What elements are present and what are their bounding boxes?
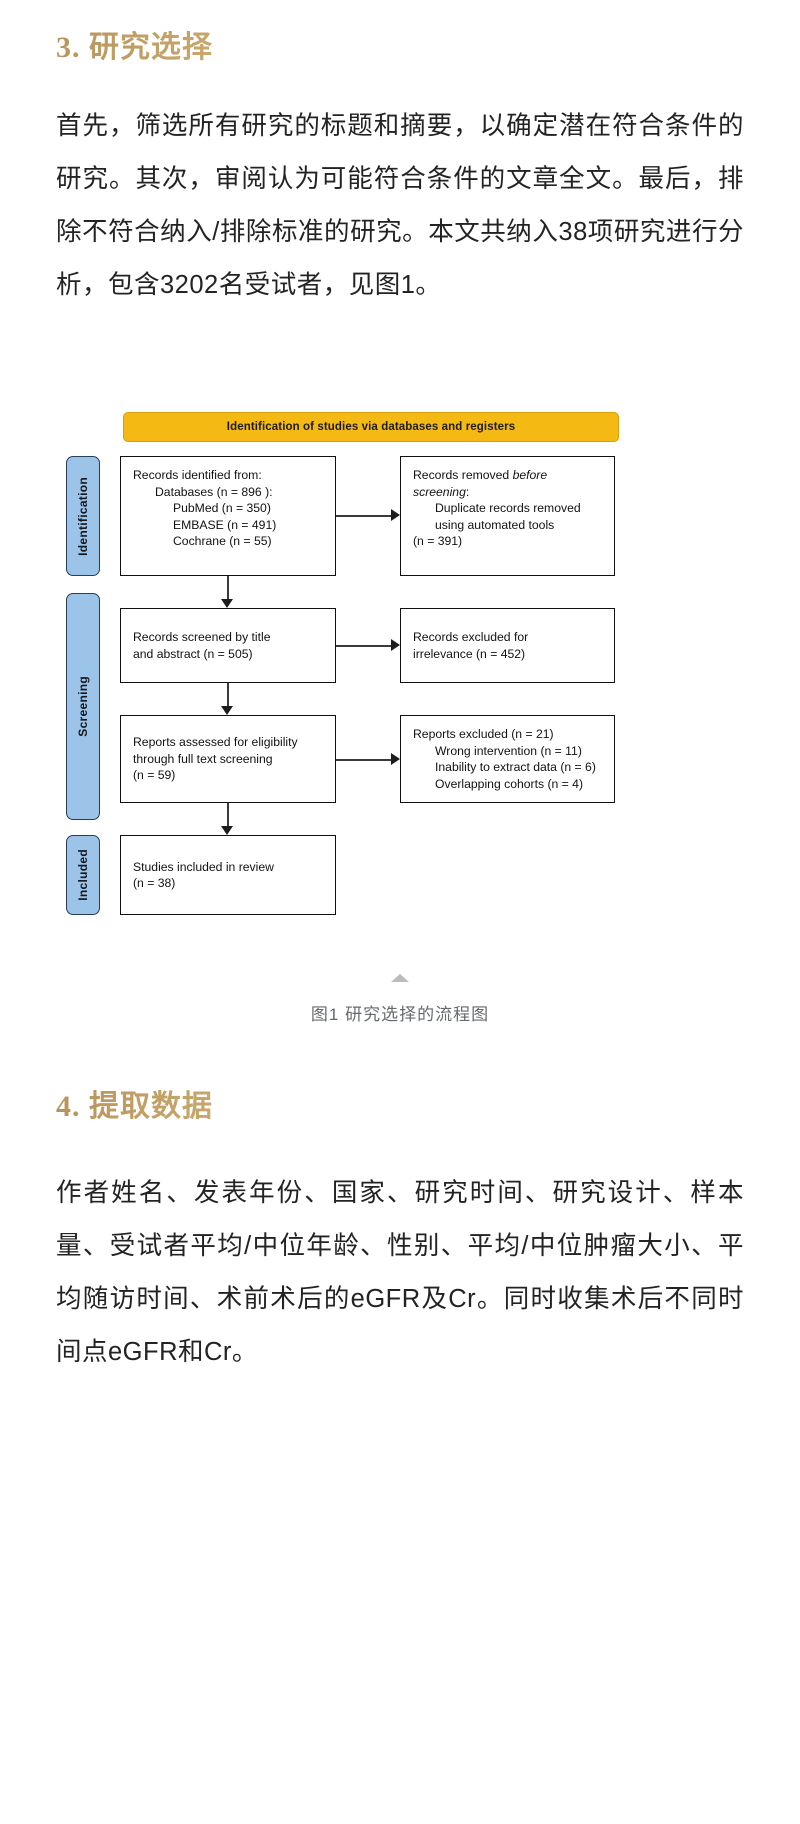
arrow-right-3 — [391, 753, 400, 765]
box-line: Reports excluded (n = 21) — [413, 727, 554, 741]
connector-v1 — [227, 576, 229, 599]
box-line: Records identified from: — [133, 468, 262, 482]
box-line: EMBASE (n = 491) — [173, 517, 277, 532]
box-text: Records removed — [413, 468, 513, 482]
arrow-down-3 — [221, 826, 233, 835]
connector-h3 — [336, 759, 391, 761]
spacer — [0, 66, 800, 100]
box-reports-assessed-eligibility: Reports assessed for eligibility through… — [120, 715, 336, 803]
box-line: Duplicate records removed — [435, 501, 581, 515]
box-line: (n = 59) — [133, 768, 176, 783]
stage-label-included: Included — [66, 835, 100, 915]
box-records-removed: Records removed before screening: Duplic… — [400, 456, 615, 576]
connector-h2 — [336, 645, 391, 647]
box-lines: Records excluded for irrelevance (n = 45… — [413, 629, 528, 662]
spacer — [0, 1125, 800, 1167]
box-line: Records excluded for — [413, 630, 529, 644]
box-line: PubMed (n = 350) — [173, 501, 271, 515]
box-line: Studies included in review — [133, 859, 274, 874]
stage-label-included-text: Included — [76, 849, 90, 901]
box-line: Databases (n = 896 ): — [155, 484, 273, 499]
box-lines: Studies included in review (n = 38) — [133, 859, 274, 892]
box-text: : — [465, 484, 470, 499]
box-line: screening: — [413, 484, 602, 501]
stage-label-identification: Identification — [66, 456, 100, 576]
box-line: Cochrane (n = 55) — [173, 534, 272, 548]
connector-v3 — [227, 803, 229, 826]
box-line: Overlapping cohorts (n = 4) — [435, 776, 584, 791]
box-lines: Records screened by title and abstract (… — [133, 629, 271, 662]
flowchart: Identification of studies via databases … — [60, 408, 630, 968]
box-line: (n = 38) — [133, 876, 176, 890]
arrow-down-2 — [221, 706, 233, 715]
page-title-section-3: 3. 研究选择 — [0, 0, 800, 66]
box-text-emphasis: screening — [413, 484, 466, 499]
paragraph-study-selection: 首先，筛选所有研究的标题和摘要，以确定潜在符合条件的研究。其次，审阅认为可能符合… — [56, 112, 744, 299]
box-records-screened: Records screened by title and abstract (… — [120, 608, 336, 683]
spacer — [0, 312, 800, 408]
box-line: Records removed before — [413, 467, 602, 484]
box-line: through full text screening — [133, 751, 273, 766]
figure-prisma-flow: Identification of studies via databases … — [0, 408, 800, 1025]
box-line: irrelevance (n = 452) — [413, 646, 526, 661]
collapse-caret-icon[interactable] — [391, 974, 409, 982]
paragraph-data-extraction: 作者姓名、发表年份、国家、研究时间、研究设计、样本量、受试者平均/中位年龄、性别… — [56, 1179, 744, 1366]
box-line: and abstract (n = 505) — [133, 646, 253, 661]
box-line: (n = 391) — [413, 534, 463, 548]
box-line: Wrong intervention (n = 11) — [435, 743, 582, 758]
arrow-right-2 — [391, 639, 400, 651]
stage-label-screening-text: Screening — [76, 676, 90, 737]
box-line: Reports assessed for eligibility — [133, 735, 298, 750]
connector-h1 — [336, 515, 391, 517]
flowchart-banner: Identification of studies via databases … — [123, 412, 619, 442]
stage-label-identification-text: Identification — [76, 476, 90, 556]
box-records-identified: Records identified from: Databases (n = … — [120, 456, 336, 576]
box-line: Records screened by title — [133, 630, 271, 644]
arrow-right-1 — [391, 509, 400, 521]
box-reports-excluded: Reports excluded (n = 21) Wrong interven… — [400, 715, 615, 803]
stage-label-screening: Screening — [66, 593, 100, 820]
box-line: using automated tools — [435, 517, 555, 532]
spacer — [0, 1025, 800, 1089]
box-line: Inability to extract data (n = 6) — [435, 760, 596, 774]
connector-v2 — [227, 683, 229, 706]
box-records-excluded-irrelevance: Records excluded for irrelevance (n = 45… — [400, 608, 615, 683]
box-text-emphasis: before — [512, 468, 548, 482]
arrow-down-1 — [221, 599, 233, 608]
box-studies-included: Studies included in review (n = 38) — [120, 835, 336, 915]
box-lines: Reports assessed for eligibility through… — [133, 734, 298, 784]
figure-caption: 图1 研究选择的流程图 — [310, 1005, 490, 1024]
page-title-section-4: 4. 提取数据 — [0, 1089, 800, 1125]
